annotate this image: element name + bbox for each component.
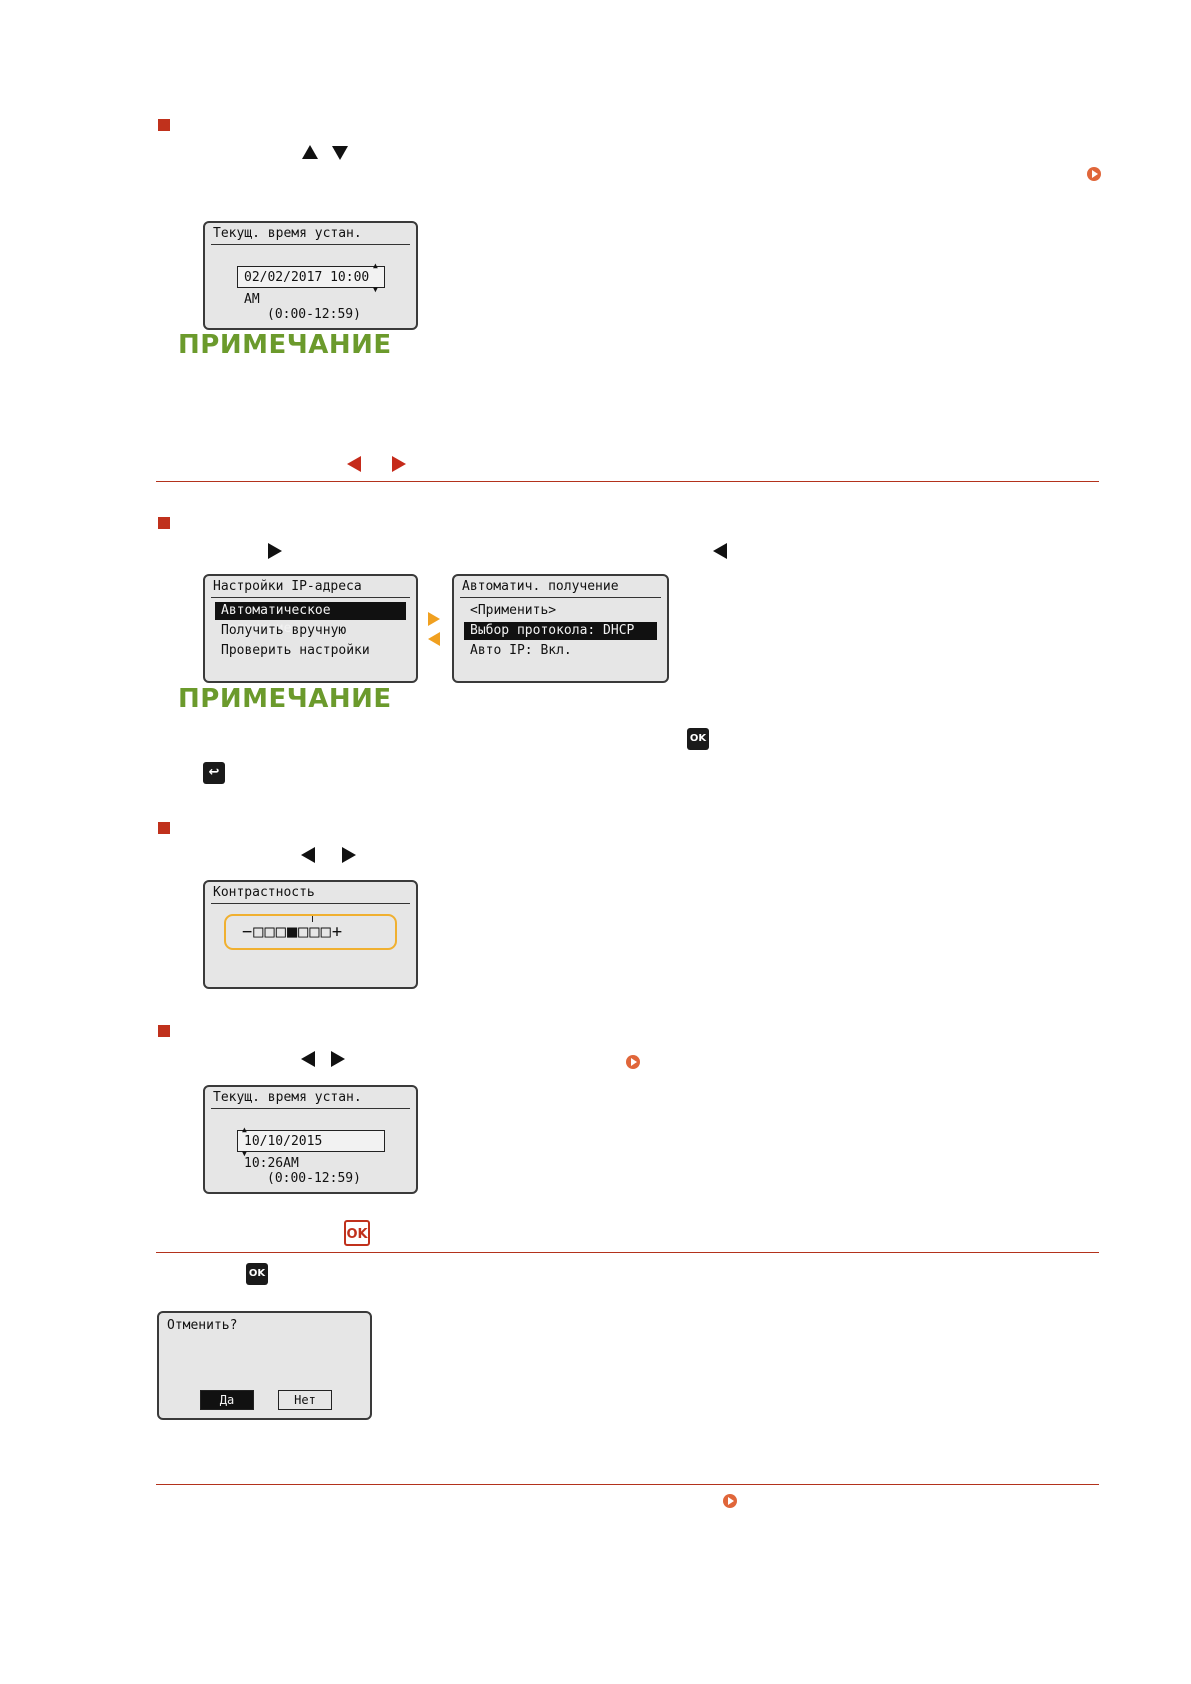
- note-heading: ПРИМЕЧАНИЕ: [178, 684, 392, 714]
- up-arrow-icon: [302, 145, 318, 159]
- left-arrow-icon: [713, 543, 727, 559]
- lcd-ip-menu: Настройки IP-адреса Автоматическое получ…: [203, 574, 418, 683]
- note-heading: ПРИМЕЧАНИЕ: [178, 330, 392, 360]
- link-arrow-icon[interactable]: [723, 1494, 737, 1508]
- section-bullet: [158, 822, 170, 834]
- time-range: (0:00-12:59): [267, 1171, 361, 1186]
- back-key-icon: ↩: [203, 762, 225, 784]
- left-arrow-icon: [347, 456, 361, 472]
- lcd-time-screen-1: Текущ. время устан. 02/02/2017 10:00 AM …: [203, 221, 418, 330]
- section-bullet: [158, 1025, 170, 1037]
- orange-left-arrow-icon: [428, 632, 440, 646]
- lcd-divider: [211, 903, 410, 904]
- right-arrow-icon: [342, 847, 356, 863]
- spin-down-icon: ▼: [373, 285, 378, 294]
- menu-item-autoip: Авто IP: Вкл.: [470, 643, 572, 658]
- link-arrow-icon[interactable]: [1087, 167, 1101, 181]
- down-arrow-icon: [332, 146, 348, 160]
- divider: [156, 481, 1099, 482]
- ok-key-icon: OK: [246, 1263, 268, 1285]
- menu-item-auto: Автоматическое получение: [215, 602, 406, 636]
- lcd-time-screen-2: Текущ. время устан. 10/10/2015 10:26AM ▲…: [203, 1085, 418, 1194]
- menu-item-apply: <Применить>: [470, 603, 557, 618]
- contrast-marker: [312, 916, 313, 922]
- spin-up-icon: ▲: [242, 1125, 247, 1134]
- right-arrow-icon: [331, 1051, 345, 1067]
- right-arrow-icon: [392, 456, 406, 472]
- time-range: (0:00-12:59): [267, 307, 361, 322]
- lcd-contrast: Контрастность −□□□■□□□+: [203, 880, 418, 989]
- contrast-highlight: [224, 914, 397, 950]
- divider: [156, 1252, 1099, 1253]
- right-arrow-icon: [268, 543, 282, 559]
- menu-item-check: Проверить настройки: [221, 643, 370, 658]
- spin-down-icon: ▼: [242, 1149, 247, 1158]
- no-button: Нет: [278, 1390, 332, 1410]
- lcd-title: Текущ. время устан.: [213, 1090, 362, 1105]
- ok-key-icon: OK: [687, 728, 709, 750]
- lcd-divider: [460, 597, 661, 598]
- lcd-divider: [211, 597, 410, 598]
- contrast-scale: −□□□■□□□+: [242, 922, 344, 942]
- lcd-divider: [211, 244, 410, 245]
- orange-right-arrow-icon: [428, 612, 440, 626]
- spin-up-icon: ▲: [373, 261, 378, 270]
- left-arrow-icon: [301, 847, 315, 863]
- time-field: 10/10/2015 10:26AM: [237, 1130, 385, 1171]
- menu-item-manual: Получить вручную: [221, 623, 347, 638]
- lcd-cancel-dialog: Отменить? Да Нет: [157, 1311, 372, 1420]
- divider: [156, 1484, 1099, 1485]
- left-arrow-icon: [301, 1051, 315, 1067]
- section-bullet: [158, 119, 170, 131]
- lcd-auto-menu: Автоматич. получение <Применить> Выбор п…: [452, 574, 669, 683]
- menu-item-protocol: Выбор протокола: DHCP: [464, 622, 657, 640]
- lcd-title: Настройки IP-адреса: [213, 579, 362, 594]
- link-arrow-icon[interactable]: [626, 1055, 640, 1069]
- dialog-title: Отменить?: [167, 1318, 238, 1333]
- time-field: 02/02/2017 10:00 AM: [237, 266, 385, 307]
- yes-button: Да: [200, 1390, 254, 1410]
- ok-key-outline-icon: OK: [344, 1220, 370, 1246]
- lcd-title: Контрастность: [213, 885, 315, 900]
- section-bullet: [158, 517, 170, 529]
- lcd-title: Текущ. время устан.: [213, 226, 362, 241]
- lcd-divider: [211, 1108, 410, 1109]
- lcd-title: Автоматич. получение: [462, 579, 619, 594]
